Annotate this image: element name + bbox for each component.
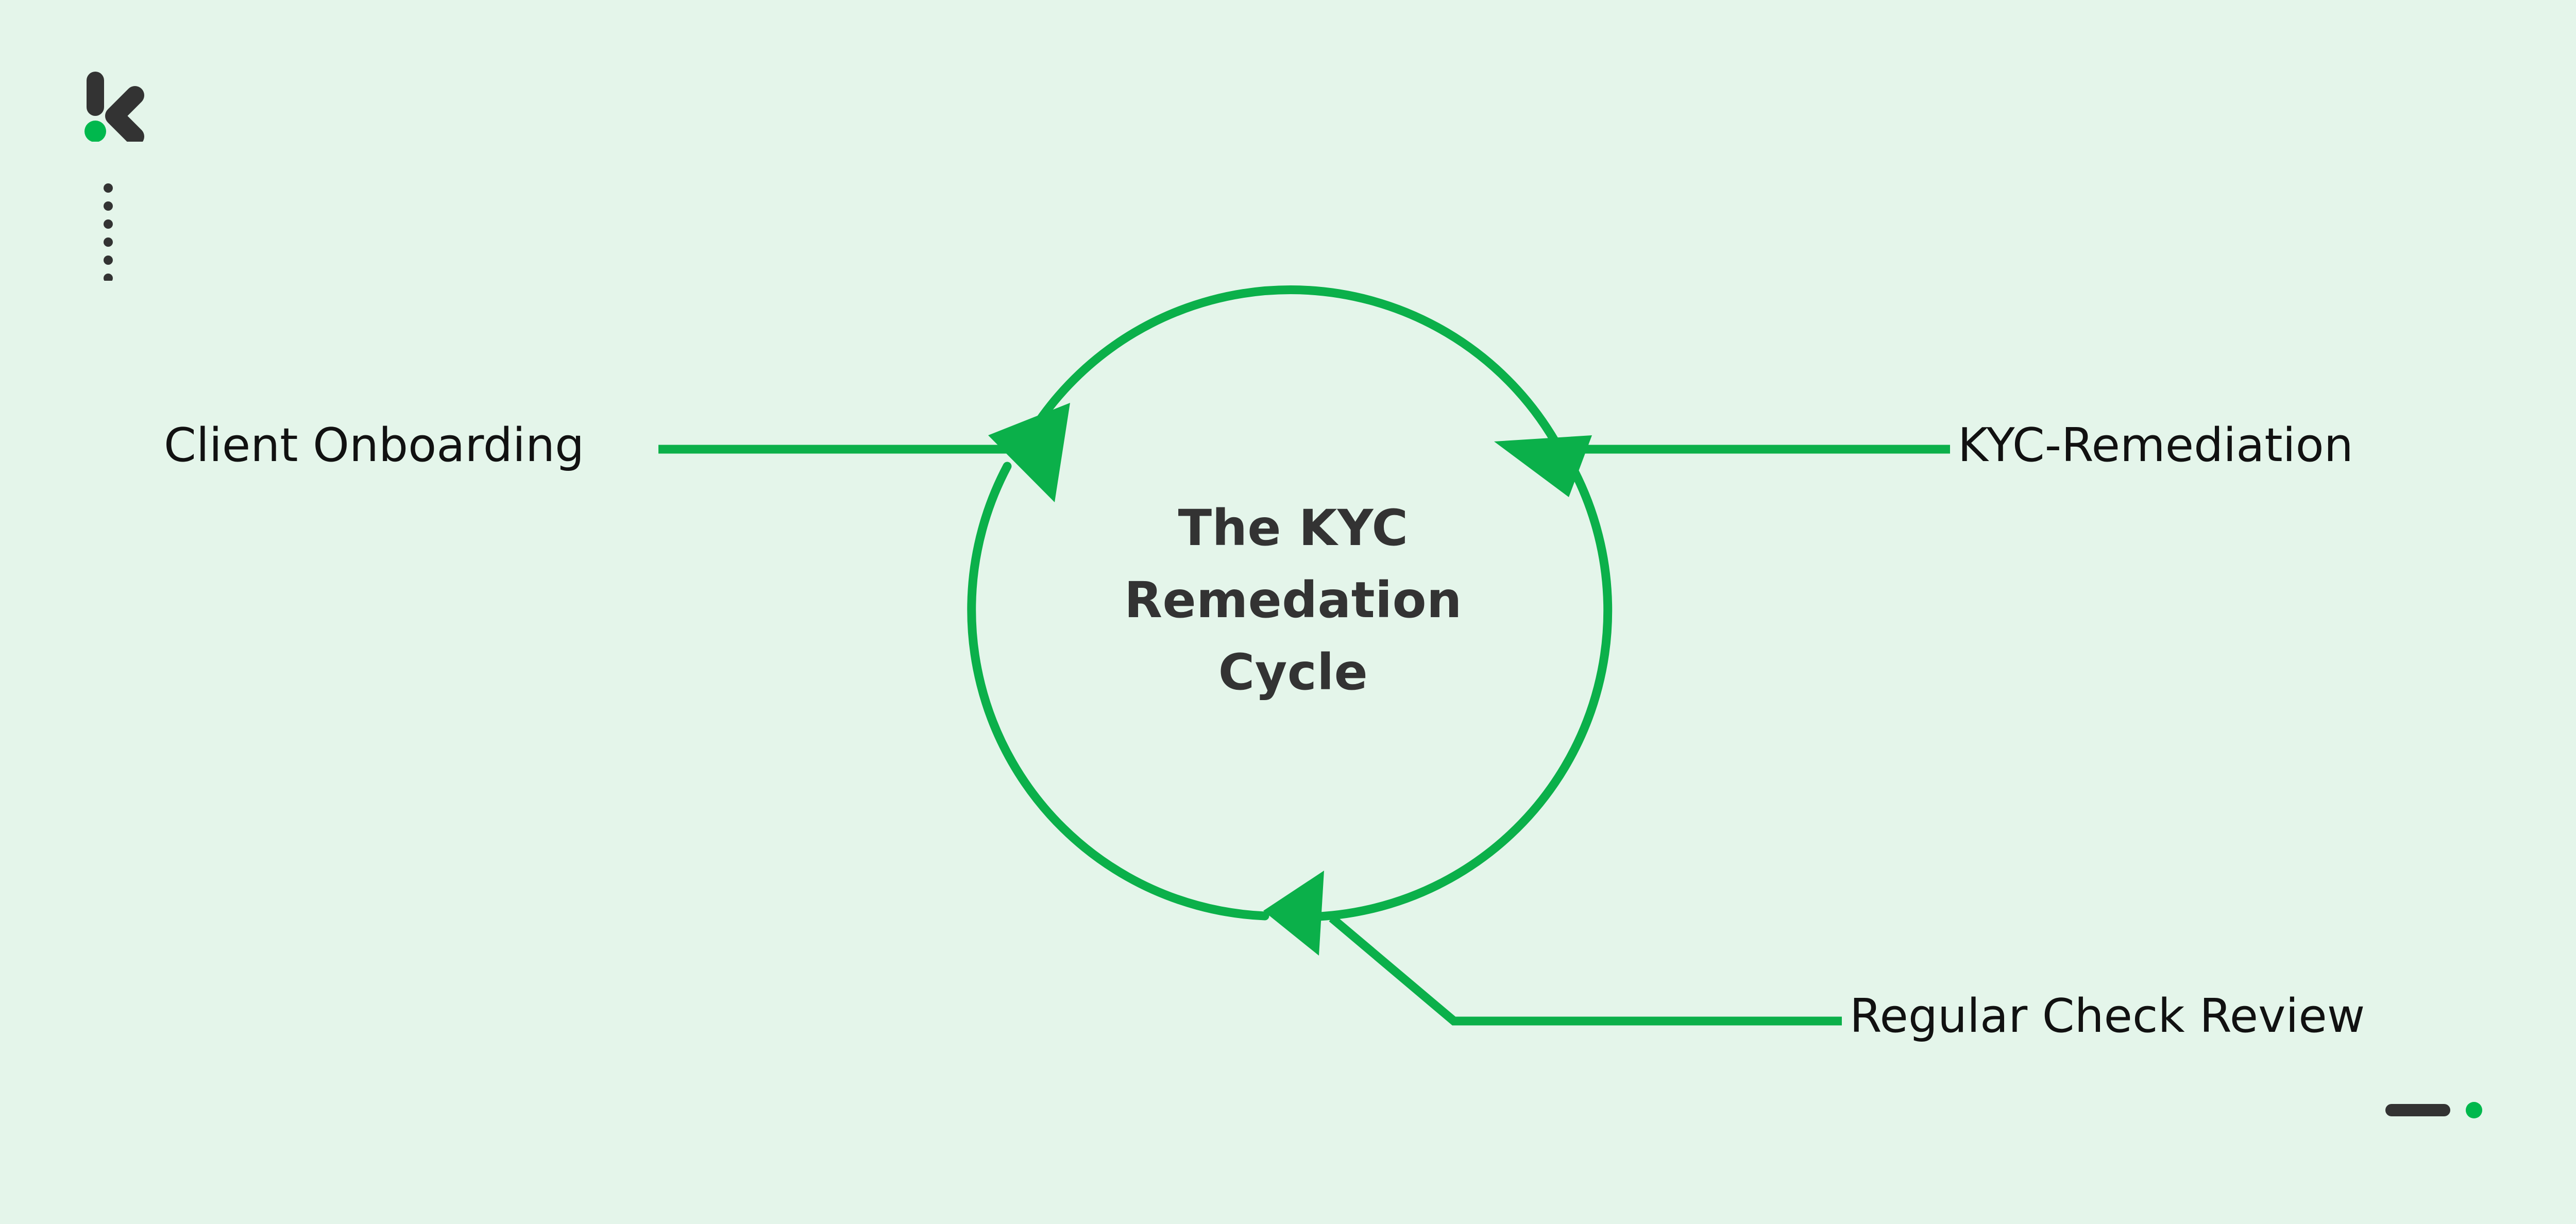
edge-regular-check-review-arrowhead <box>1263 871 1324 956</box>
edge-regular-check-review-line <box>1329 914 1842 1026</box>
k-logo-icon <box>84 72 144 146</box>
logo-green-dot <box>84 121 106 142</box>
vertical-dotted-rule <box>100 183 116 283</box>
cycle-title-line-3: Cycle <box>1218 643 1368 702</box>
cycle-title-line-2: Remedation <box>1124 571 1462 630</box>
node-label-kyc-remediation: KYC-Remediation <box>1958 418 2353 472</box>
node-label-regular-check-review: Regular Check Review <box>1850 989 2365 1043</box>
brand-logo <box>77 70 180 146</box>
logo-vertical-bar <box>87 72 104 116</box>
edge-kyc-remediation <box>1494 435 1950 497</box>
cycle-arc-left-bottom <box>967 462 1269 921</box>
cycle-circle <box>967 285 1613 922</box>
cycle-arc-right-bottom <box>1296 459 1613 922</box>
dotted-rule-icon <box>104 183 113 283</box>
footer-dash <box>2385 1104 2450 1116</box>
cycle-title-line-1: The KYC <box>1178 499 1409 557</box>
edge-kyc-remediation-arrowhead <box>1494 435 1592 497</box>
dash-dot-icon <box>2385 1102 2482 1118</box>
footer-dot <box>2466 1102 2482 1118</box>
footer-dash-dot-mark <box>2385 1100 2499 1120</box>
cycle-arc-top <box>1017 285 1564 454</box>
cycle-center-title: The KYC Remedation Cycle <box>1061 492 1525 708</box>
logo-chevron-left-icon <box>105 86 144 146</box>
edge-client-onboarding-arrowhead <box>988 403 1070 502</box>
edge-regular-check-review <box>1263 871 1842 1026</box>
edge-client-onboarding <box>658 403 1070 502</box>
node-label-client-onboarding: Client Onboarding <box>164 418 585 472</box>
